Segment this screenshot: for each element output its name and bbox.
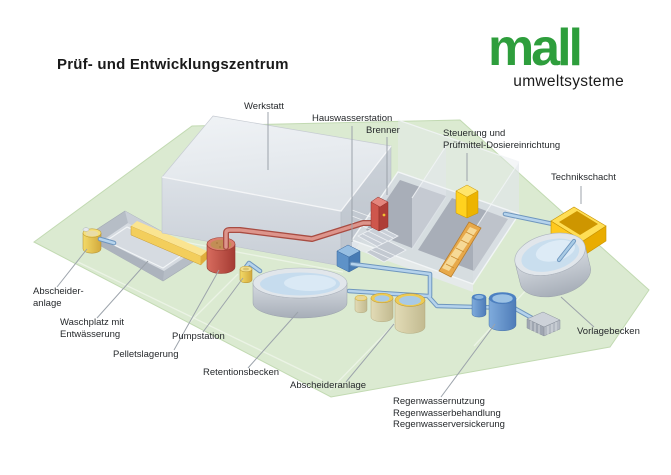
label-waschplatz-line2: Entwässerung <box>60 328 121 340</box>
steuerung-box <box>455 184 479 219</box>
pumpstation-tank <box>239 265 253 284</box>
abscheider-tanks <box>354 292 426 334</box>
label-abscheideranlage: Abscheideranlage <box>290 380 367 391</box>
label-retentionsbecken: Retentionsbecken <box>203 367 280 378</box>
label-brenner: Brenner <box>366 125 400 136</box>
label-pumpstation: Pumpstation <box>172 331 225 342</box>
retentionsbecken-basin <box>252 267 348 319</box>
red-pipe <box>223 220 375 250</box>
brand-logo: mall umweltsysteme <box>487 19 624 91</box>
blue-pipes <box>97 211 556 321</box>
waschplatz-pit <box>84 210 207 282</box>
label-technikschacht: Technikschacht <box>551 172 616 183</box>
page-title: Prüf- und Entwicklungszentrum <box>57 56 289 73</box>
label-abscheideranlage-left: Abscheider- anlage <box>33 286 84 309</box>
label-regenwasser-line2: Regenwasserbehandlung <box>393 407 501 419</box>
hauswasserstation-tank <box>336 244 361 273</box>
leader-lines <box>56 112 595 398</box>
vorlage-inlet-pipe <box>556 238 577 263</box>
werkstatt-building <box>161 115 392 267</box>
label-regenwasser-line3: Regenwasserversickerung <box>393 419 505 430</box>
vorlagebecken-basin <box>514 232 591 298</box>
label-abscheideranlage-left-line1: Abscheider- <box>33 286 84 297</box>
label-abscheideranlage-left-line2: anlage <box>33 297 62 309</box>
label-vorlagebecken: Vorlagebecken <box>577 326 640 337</box>
label-steuerung: Steuerung und Prüfmittel-Dosiereinrichtu… <box>443 128 560 151</box>
brand-logo-subtitle: umweltsysteme <box>513 73 624 90</box>
brenner-box <box>370 196 389 232</box>
label-waschplatz-line1: Waschplatz mit <box>60 317 125 328</box>
label-regenwasser-line1: Regenwassernutzung <box>393 396 485 407</box>
label-steuerung-line2: Prüfmittel-Dosiereinrichtung <box>443 139 561 151</box>
floor-grates <box>357 225 407 263</box>
test-hall <box>336 119 521 292</box>
label-hauswasserstation: Hauswasserstation <box>312 113 393 124</box>
label-werkstatt: Werkstatt <box>244 101 284 112</box>
label-waschplatz: Waschplatz mit Entwässerung <box>60 317 124 340</box>
infiltration-crate <box>526 311 561 337</box>
pellet-silo <box>206 237 236 274</box>
label-steuerung-line1: Steuerung und <box>443 128 506 139</box>
dosing-trough <box>438 221 482 278</box>
abscheider-left-tank <box>82 227 102 254</box>
label-pelletslagerung: Pelletslagerung <box>113 349 179 360</box>
label-regenwasser: Regenwassernutzung Regenwasserbehandlung… <box>393 396 505 431</box>
regenwasser-tanks <box>471 292 517 331</box>
brand-logo-wordmark: mall <box>487 19 583 77</box>
